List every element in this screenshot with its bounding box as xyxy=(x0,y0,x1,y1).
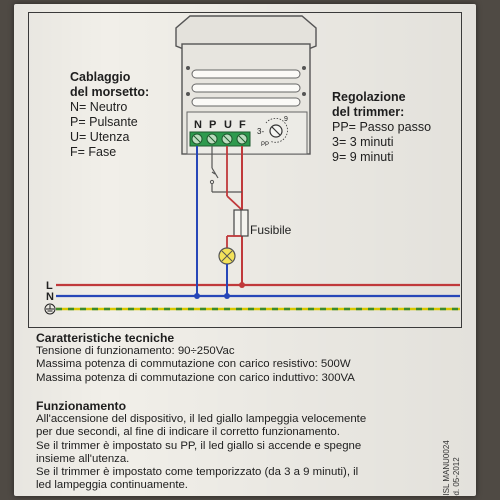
dial-label-3: 3- xyxy=(257,127,264,136)
vent-slot xyxy=(191,97,301,107)
trimmer-item: 3= 3 minuti xyxy=(332,135,394,149)
wiring-item: U= Utenza xyxy=(70,130,130,144)
terminal-label-n: N xyxy=(194,119,202,131)
wiring-item: F= Fase xyxy=(70,145,117,159)
side-code: 3ISL MANU0024 ed. 05-2012 xyxy=(442,440,462,496)
trimmer-legend: Regolazione del trimmer: PP= Passo passo… xyxy=(332,90,431,165)
specs-section: Caratteristiche tecniche Tensione di fun… xyxy=(36,331,355,385)
dial-label-pp: PP xyxy=(261,142,269,148)
power-lines xyxy=(56,283,460,311)
function-title: Funzionamento xyxy=(36,399,127,413)
spec-line: Tensione di funzionamento: 90÷250Vac xyxy=(36,345,235,358)
vent-slot xyxy=(191,83,301,93)
vent-slot xyxy=(191,69,301,79)
function-line: insieme all'utenza. xyxy=(36,452,130,465)
wiring-title-line2: del morsetto: xyxy=(70,85,150,99)
wiring-legend: Cablaggio del morsetto: N= Neutro P= Pul… xyxy=(70,70,149,160)
dial-label-9: 9 xyxy=(284,116,288,123)
side-code-line2: ed. 05-2012 xyxy=(452,457,461,496)
wiring-item: P= Pulsante xyxy=(70,115,138,129)
line-label-n: N xyxy=(46,291,54,303)
wiring-item: N= Neutro xyxy=(70,100,128,114)
side-code-line1: 3ISL MANU0024 xyxy=(442,440,451,496)
wiring-title-line1: Cablaggio xyxy=(70,70,131,84)
instruction-sheet: N P U F 3- 9 PP xyxy=(14,4,476,496)
wiring-connections xyxy=(194,146,249,299)
spec-line: Massima potenza di commutazione con cari… xyxy=(36,371,355,384)
terminal-label-f: F xyxy=(239,119,246,131)
terminal-label-p: P xyxy=(209,119,216,131)
trimmer-dial: 3- 9 PP xyxy=(257,116,288,148)
diagram-frame xyxy=(28,12,462,328)
function-line: All'accensione del dispositivo, il led g… xyxy=(36,413,367,426)
function-line: per due secondi, al fine di indicare il … xyxy=(36,426,340,439)
function-line: Se il trimmer è impostato su PP, il led … xyxy=(36,439,362,452)
trimmer-title-line2: del trimmer: xyxy=(332,105,405,119)
line-label-l: L xyxy=(46,280,53,292)
specs-title: Caratteristiche tecniche xyxy=(36,331,175,345)
function-line: led lampeggia continuamente. xyxy=(36,479,188,492)
function-line: Se il trimmer è impostato come temporizz… xyxy=(36,466,359,479)
fuse-label: Fusibile xyxy=(250,223,292,237)
spec-line: Massima potenza di commutazione con cari… xyxy=(36,358,351,371)
trimmer-item: PP= Passo passo xyxy=(332,120,432,134)
function-section: Funzionamento All'accensione del disposi… xyxy=(36,399,367,492)
trimmer-title-line1: Regolazione xyxy=(332,90,406,104)
wiring-diagram: N P U F 3- 9 PP xyxy=(44,15,460,315)
terminal-label-u: U xyxy=(224,119,232,131)
earth-icon xyxy=(44,303,56,315)
terminal-block xyxy=(189,131,251,147)
trimmer-item: 9= 9 minuti xyxy=(332,150,394,164)
